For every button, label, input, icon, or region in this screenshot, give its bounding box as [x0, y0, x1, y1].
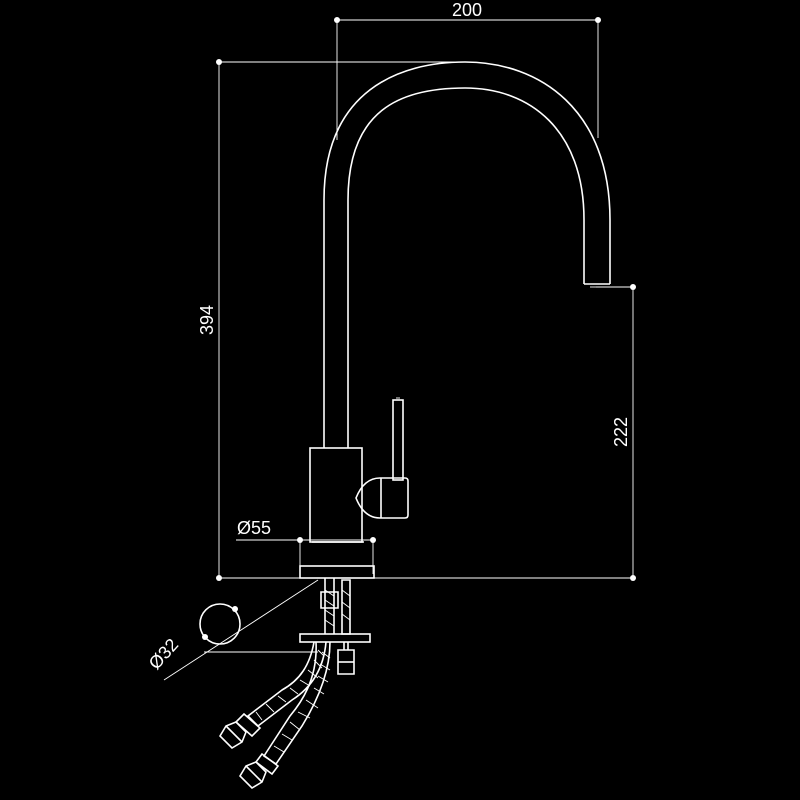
hole-diameter-label: Ø32: [145, 635, 183, 674]
lever-stem: [392, 399, 404, 481]
faucet-body: [299, 61, 611, 579]
lever-knob: [355, 477, 409, 519]
base-plate: [299, 565, 375, 579]
dimension-height: 394: [197, 59, 465, 581]
mounting-hardware: [218, 578, 371, 790]
mounting-plate: [299, 633, 371, 643]
spout-inner: [347, 87, 585, 448]
hose-fitting-1: [234, 712, 262, 738]
dimension-width: 200: [334, 0, 601, 140]
body-cylinder: [309, 447, 363, 543]
hose-fitting-2: [254, 752, 280, 776]
flex-hose-1: [246, 641, 327, 728]
base-diameter-label: Ø55: [237, 518, 271, 538]
dimension-base-diameter: Ø55: [236, 518, 376, 574]
flex-hose-2: [262, 641, 331, 766]
spout-height-label: 222: [611, 417, 631, 447]
dimension-hole-diameter: Ø32: [145, 579, 319, 681]
height-label: 394: [197, 305, 217, 335]
spout-outer: [323, 61, 611, 448]
width-label: 200: [452, 0, 482, 20]
dimension-spout-height: 222: [596, 284, 636, 581]
